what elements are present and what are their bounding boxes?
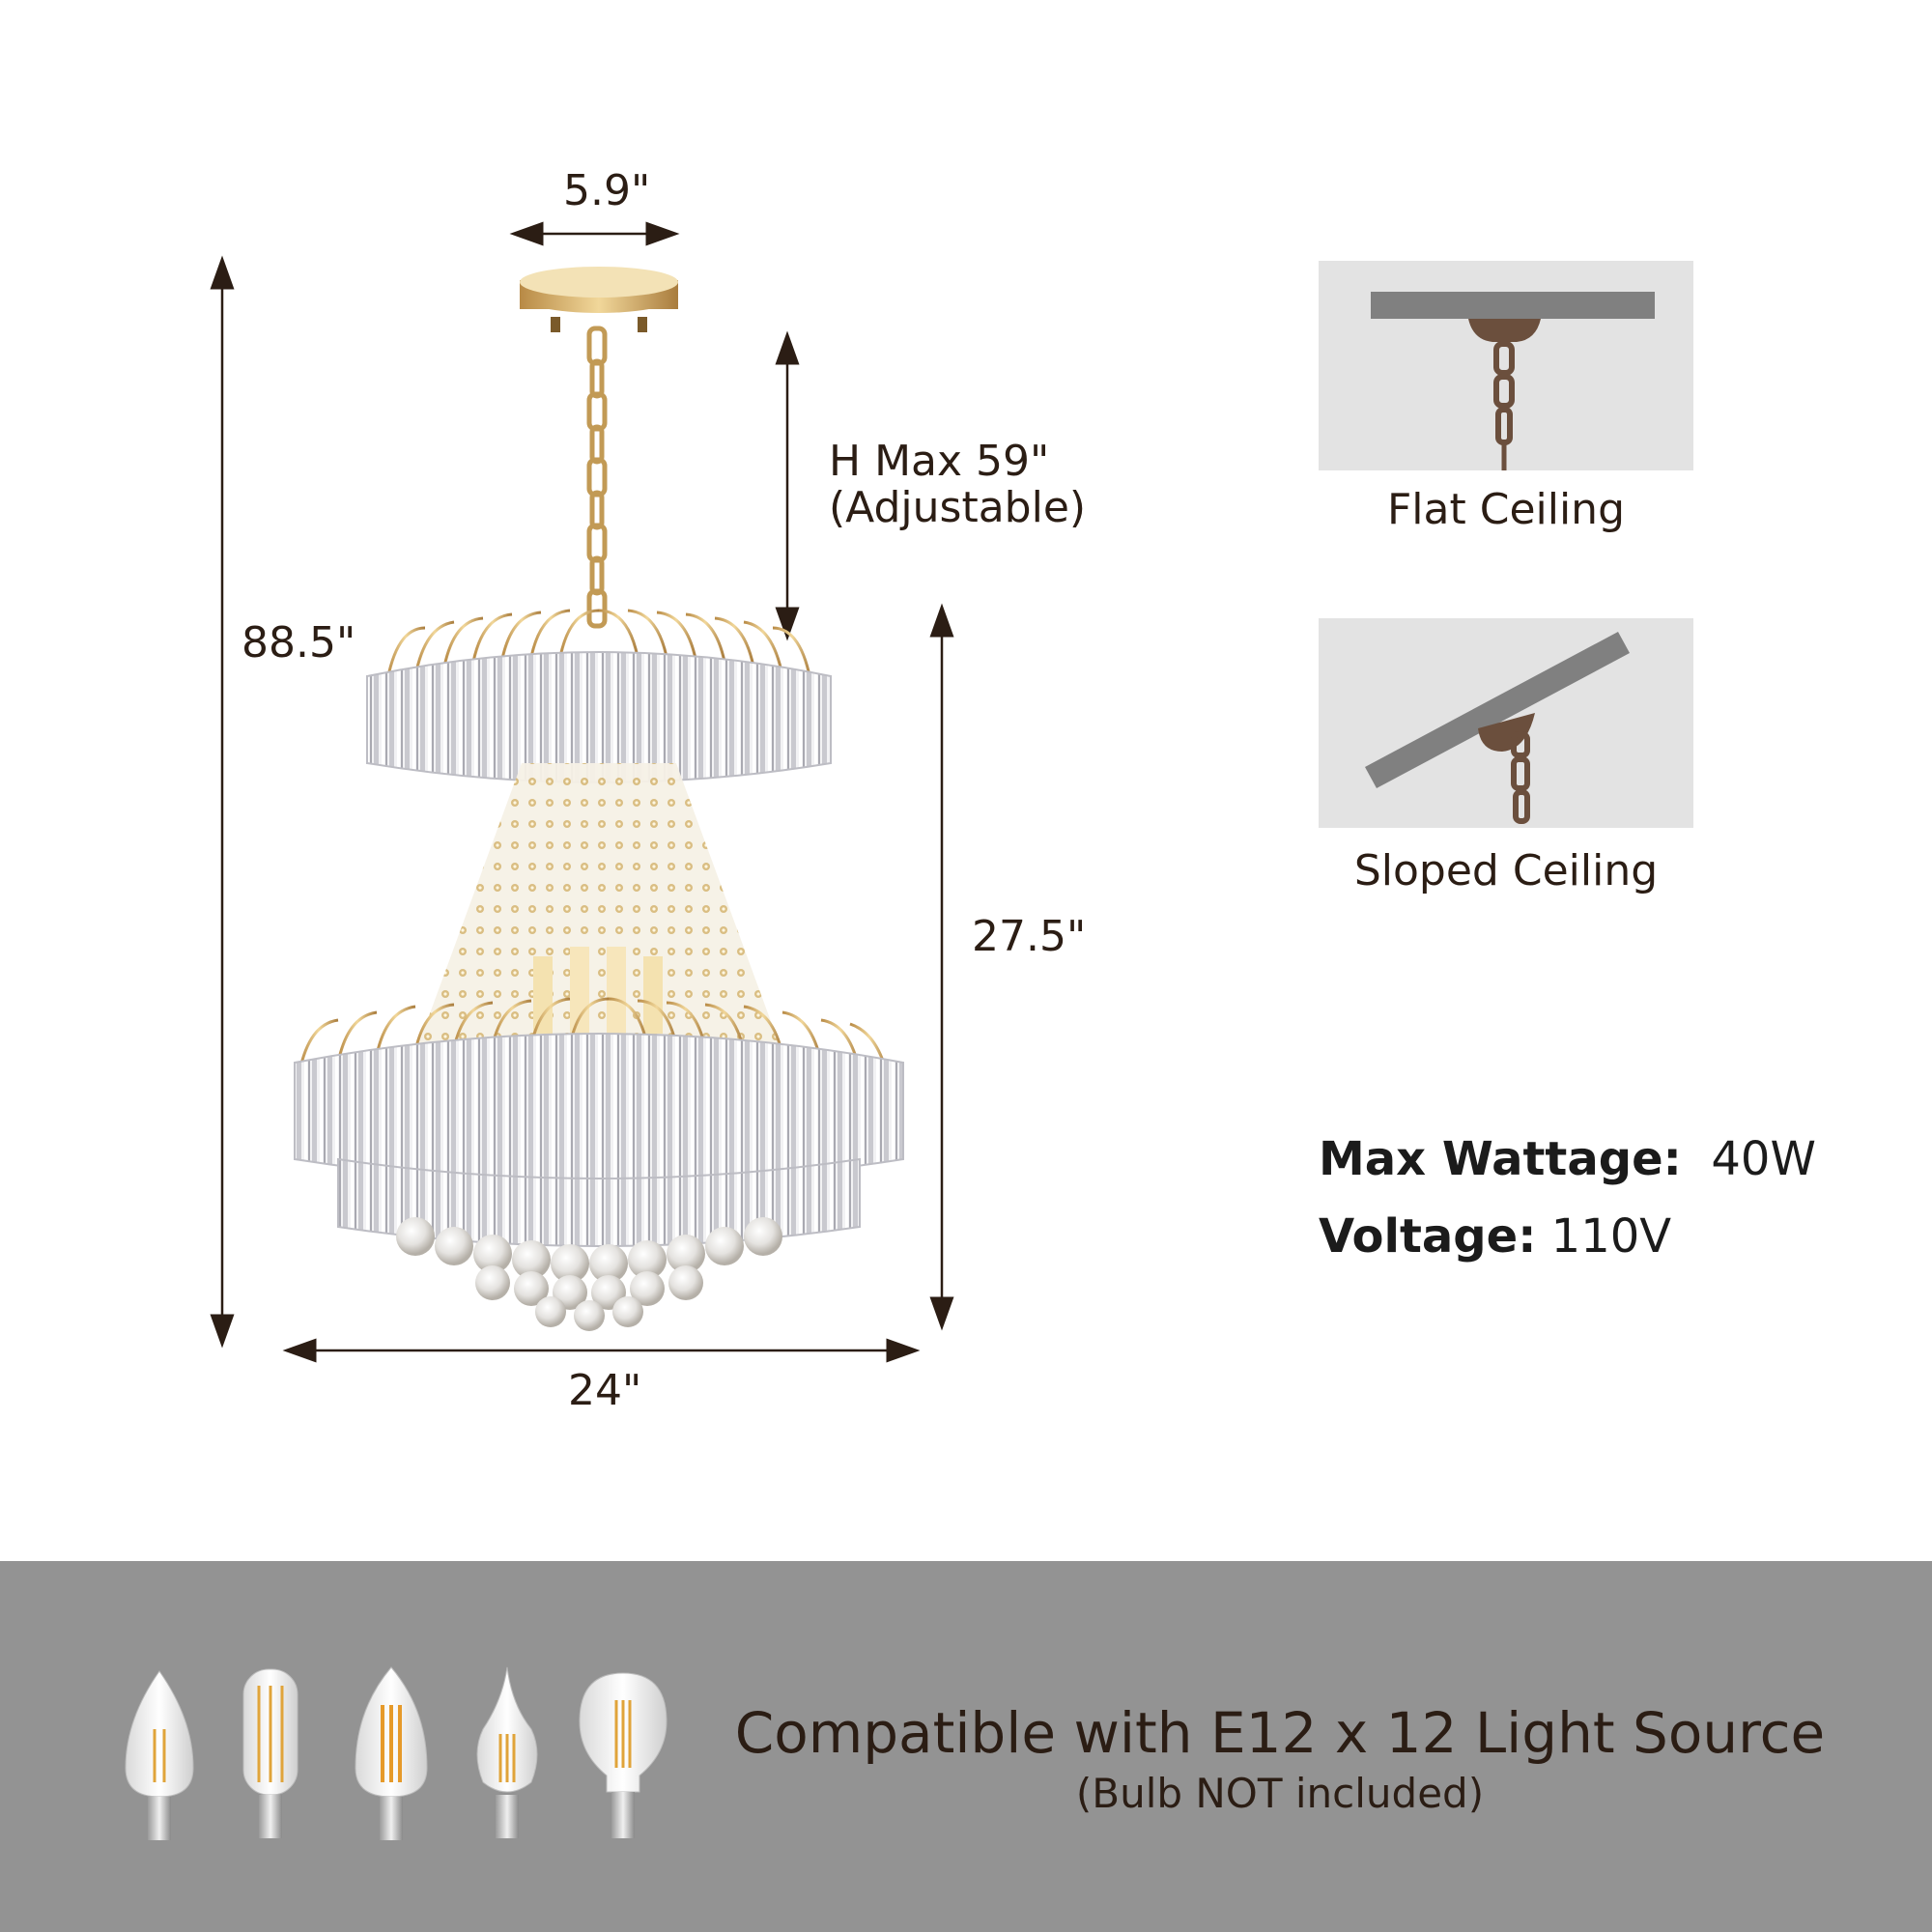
wattage-row: Max Wattage: 40W [1319,1132,1816,1186]
voltage-label: Voltage: [1319,1209,1537,1264]
body-height-label: 27.5" [972,912,1087,961]
flat-ceiling-label: Flat Ceiling [1386,485,1626,534]
wattage-value: 40W [1711,1132,1816,1186]
total-height-label: 88.5" [242,618,356,668]
bulb-row [125,1666,668,1840]
sloped-ceiling-icon [1365,632,1630,824]
voltage-row: Voltage: 110V [1319,1209,1671,1264]
wattage-label: Max Wattage: [1319,1132,1682,1186]
canopy-width-label: 5.9" [563,166,651,215]
flat-ceiling-panel [1319,261,1693,470]
chain-height-label-1: H Max 59" [829,437,1050,486]
sloped-ceiling-label: Sloped Ceiling [1353,846,1659,895]
body-width-label: 24" [568,1366,642,1415]
chain-height-label-2: (Adjustable) [829,483,1087,532]
compatibility-band [0,1561,1932,1932]
flat-ceiling-icon [1371,292,1655,470]
compatibility-title: Compatible with E12 x 12 Light Source [734,1700,1826,1766]
candle-bulb-icon [125,1670,194,1840]
tubular-bulb-icon [242,1668,298,1838]
chandelier-image [294,267,904,1331]
dimension-diagram [210,221,954,1363]
sloped-ceiling-panel [1319,618,1693,828]
flame-tip-bulb-icon [476,1666,538,1838]
torpedo-bulb-icon [355,1666,428,1840]
compatibility-subtitle: (Bulb NOT included) [1075,1770,1485,1817]
voltage-value: 110V [1550,1209,1672,1264]
globe-bulb-icon [579,1672,668,1838]
